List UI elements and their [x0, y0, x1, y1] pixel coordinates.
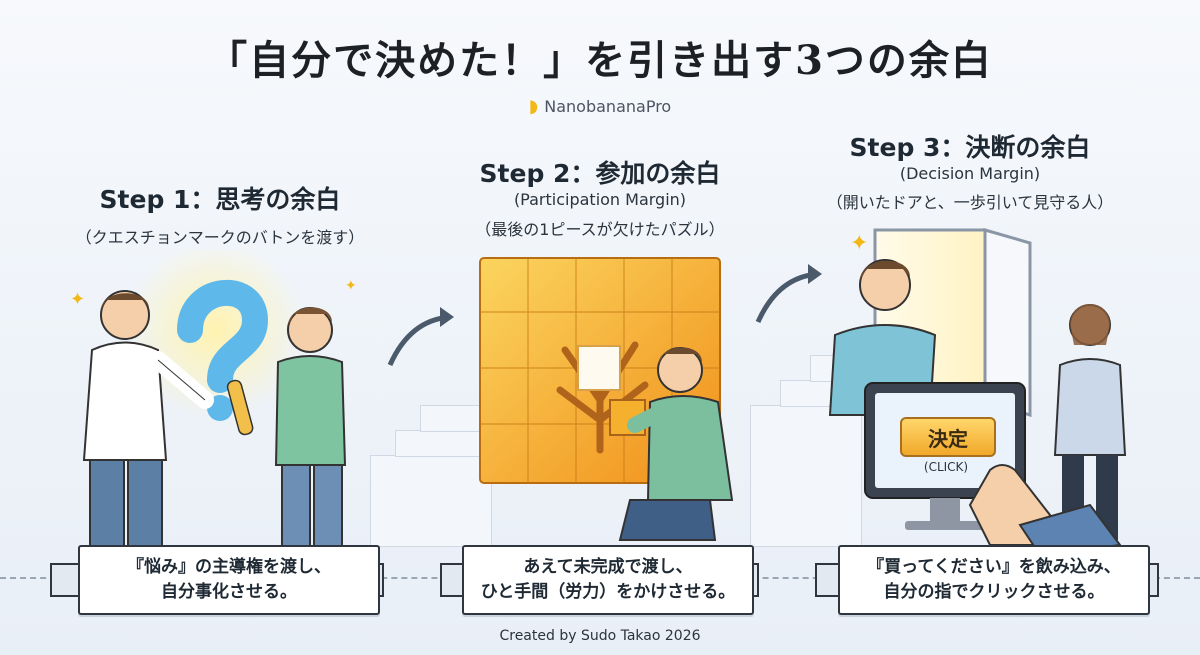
step1-subtitle: （クエスチョンマークのバトンを渡す）: [75, 228, 365, 247]
page-title: 「自分で決めた！」を引き出す3つの余白: [207, 37, 993, 84]
svg-text:✦: ✦: [850, 231, 868, 256]
step3-subtitle-en: (Decision Margin): [899, 164, 1041, 183]
step2-illustration: [479, 257, 734, 541]
step2-caption: あえて未完成で渡し、 ひと手間（労力）をかけさせる。: [462, 545, 754, 615]
step3-title: Step 3：決断の余白: [849, 133, 1091, 162]
step2-subtitle-en: (Participation Margin): [513, 190, 687, 209]
step3-illustration: ✦: [828, 228, 1127, 555]
brand-label: ◗ NanobananaPro: [0, 96, 1200, 117]
step3-caption-line2: 自分の指でクリックさせる。: [883, 582, 1105, 602]
step2-caption-line1: あえて未完成で渡し、: [523, 557, 693, 577]
step2-caption-line2: ひと手間（労力）をかけさせる。: [480, 582, 736, 602]
step1-caption-line1: 『悩み』の主導権を渡し、: [127, 557, 331, 577]
step3-caption: 『買ってください』を飲み込み、 自分の指でクリックさせる。: [838, 545, 1150, 615]
step1-caption: 『悩み』の主導権を渡し、 自分事化させる。: [78, 545, 380, 615]
person-giver-icon: [82, 290, 214, 556]
sparkle-icon: ✦: [70, 289, 85, 310]
brand-text: NanobananaPro: [544, 97, 672, 116]
decision-button[interactable]: 決定: [900, 417, 996, 457]
click-label: (CLICK): [923, 460, 969, 474]
footer-credit: Created by Sudo Takao 2026: [499, 628, 701, 644]
step2-subtitle: （最後の1ピースが欠けたパズル）: [475, 220, 725, 239]
svg-text:✦: ✦: [345, 278, 357, 294]
step1-caption-line2: 自分事化させる。: [161, 582, 297, 602]
step2-title: Step 2：参加の余白: [479, 159, 721, 188]
step1-title: Step 1：思考の余白: [99, 185, 341, 214]
person-receiver-icon: [226, 307, 347, 556]
arrow-icon: [387, 307, 454, 367]
arrow-icon: [755, 264, 822, 324]
banana-icon: ◗: [528, 96, 539, 117]
step3-subtitle: （開いたドアと、一歩引いて見守る人）: [826, 193, 1114, 212]
person-puzzle-icon: [618, 347, 734, 541]
step3-caption-line1: 『買ってください』を飲み込み、: [867, 557, 1121, 577]
decision-button-label: 決定: [928, 426, 968, 451]
step1-illustration: ✦ ✦: [70, 250, 357, 556]
